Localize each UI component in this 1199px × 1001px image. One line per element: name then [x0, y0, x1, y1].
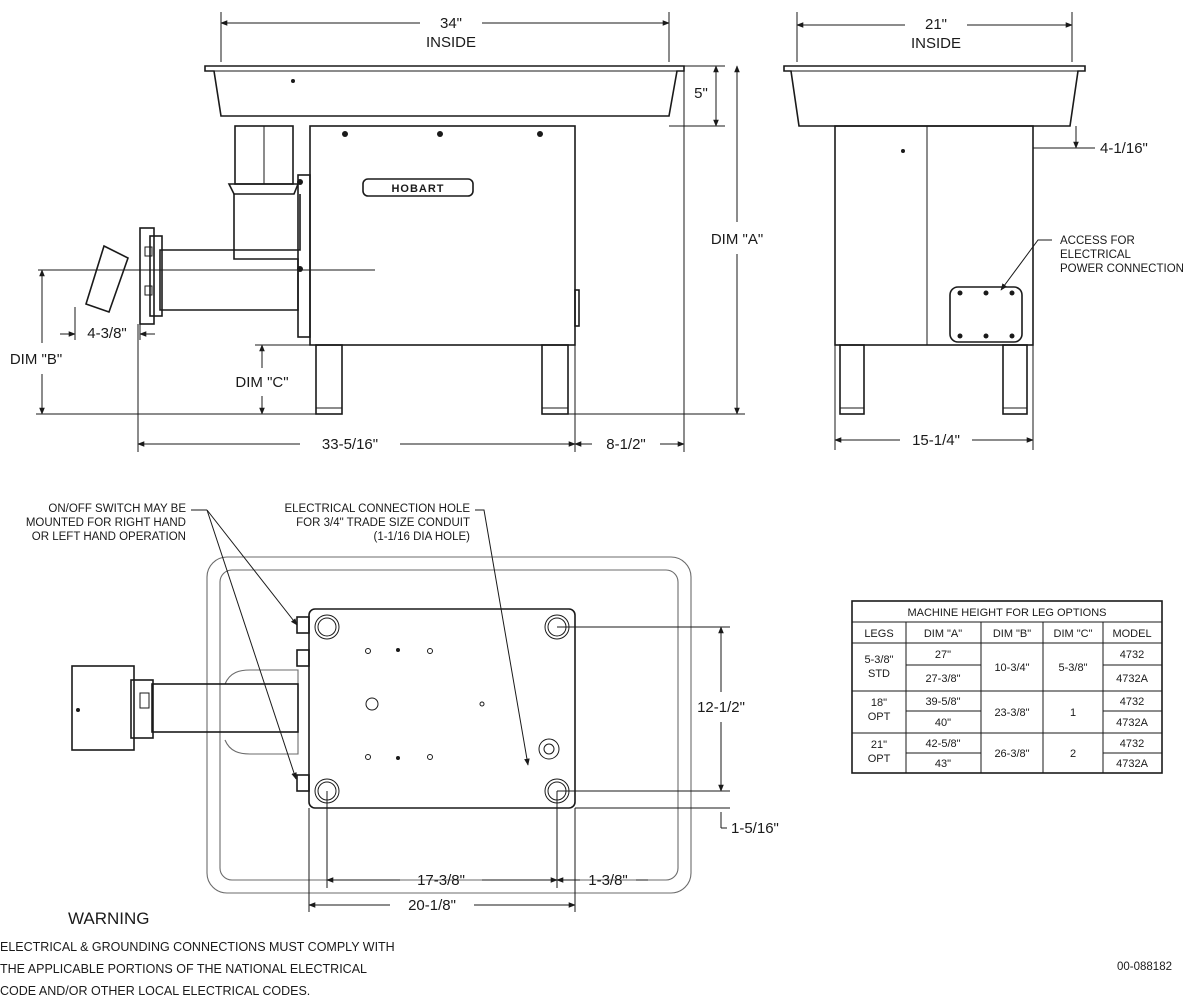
- table-cell-dim-c: 1: [1070, 707, 1076, 719]
- table-cell-dim-a: 27-3/8": [925, 673, 960, 685]
- table-title: MACHINE HEIGHT FOR LEG OPTIONS: [907, 607, 1106, 619]
- hole-note-line-2: FOR 3/4" TRADE SIZE CONDUIT: [296, 517, 470, 529]
- table-cell-dim-c: 5-3/8": [1059, 662, 1088, 674]
- dim-b-label: DIM "B": [10, 351, 62, 368]
- warning-line-3: CODE AND/OR OTHER LOCAL ELECTRICAL CODES…: [0, 984, 310, 998]
- table-cell-model: 4732A: [1116, 758, 1148, 770]
- table-cell-legs: 21": [871, 739, 887, 751]
- width-inside-dimension: 34": [440, 15, 462, 32]
- side-offset-dimension: 1-3/8": [588, 872, 628, 889]
- top-view: ON/OFF SWITCH MAY BE MOUNTED FOR RIGHT H…: [26, 503, 779, 914]
- dim-a-label: DIM "A": [711, 231, 763, 248]
- chute-offset-dimension: 4-3/8": [87, 325, 127, 342]
- base-length-dimension: 20-1/8": [408, 897, 456, 914]
- table-cell-dim-a: 43": [935, 758, 951, 770]
- table-cell-model: 4732: [1120, 696, 1144, 708]
- table-cell-dim-a: 42-5/8": [925, 738, 960, 750]
- overall-length-dimension: 33-5/16": [322, 436, 378, 453]
- access-note-line-2: ELECTRICAL: [1060, 249, 1132, 261]
- table-cell-legs: 5-3/8": [865, 654, 894, 666]
- front-view: HOBART 34" INSIDE 5": [10, 12, 763, 453]
- brand-plate: HOBART: [391, 183, 444, 195]
- base-width-dimension: 15-1/4": [912, 432, 960, 449]
- table-cell-dim-a: 27": [935, 649, 951, 661]
- table-cell-dim-a: 39-5/8": [925, 696, 960, 708]
- table-cell-dim-a: 40": [935, 717, 951, 729]
- table-cell-model: 4732: [1120, 738, 1144, 750]
- side-inside-label: INSIDE: [911, 35, 961, 52]
- warning-line-1: ELECTRICAL & GROUNDING CONNECTIONS MUST …: [0, 940, 395, 954]
- table-header-legs: LEGS: [864, 628, 893, 640]
- warning-line-2: THE APPLICABLE PORTIONS OF THE NATIONAL …: [0, 962, 367, 976]
- table-header-dim-a: DIM "A": [924, 628, 962, 640]
- table-header-dim-c: DIM "C": [1054, 628, 1093, 640]
- dim-c-label: DIM "C": [235, 374, 288, 391]
- warning-block: WARNING ELECTRICAL & GROUNDING CONNECTIO…: [0, 909, 395, 998]
- warning-title: WARNING: [68, 909, 150, 928]
- table-cell-dim-b: 26-3/8": [994, 748, 1029, 760]
- overhang-dimension: 4-1/16": [1100, 140, 1148, 157]
- table-cell-legs-type: STD: [868, 668, 890, 680]
- table-cell-model: 4732A: [1116, 673, 1148, 685]
- side-view: 21" INSIDE 4-1/16" ACCESS FOR ELECTRICAL…: [783, 12, 1184, 450]
- table-header-model: MODEL: [1112, 628, 1151, 640]
- hole-note-line-3: (1-1/16 DIA HOLE): [373, 531, 470, 543]
- rear-offset-dimension: 8-1/2": [606, 436, 646, 453]
- pan-depth-dimension: 5": [694, 85, 708, 102]
- access-note-line-3: POWER CONNECTION: [1060, 263, 1184, 275]
- table-cell-dim-b: 10-3/4": [994, 662, 1029, 674]
- table-cell-legs-type: OPT: [868, 711, 891, 723]
- edge-offset-dimension: 1-5/16": [731, 820, 779, 837]
- table-header-dim-b: DIM "B": [993, 628, 1031, 640]
- table-cell-dim-b: 23-3/8": [994, 707, 1029, 719]
- table-cell-model: 4732: [1120, 649, 1144, 661]
- side-width-inside-dimension: 21": [925, 16, 947, 33]
- table-cell-legs: 18": [871, 697, 887, 709]
- table-cell-legs-type: OPT: [868, 753, 891, 765]
- leg-spacing-width-dimension: 17-3/8": [417, 872, 465, 889]
- switch-note-line-2: MOUNTED FOR RIGHT HAND: [26, 517, 186, 529]
- table-cell-model: 4732A: [1116, 717, 1148, 729]
- table-cell-dim-c: 2: [1070, 748, 1076, 760]
- switch-note-line-3: OR LEFT HAND OPERATION: [32, 531, 186, 543]
- access-note-line-1: ACCESS FOR: [1060, 235, 1135, 247]
- leg-options-table: MACHINE HEIGHT FOR LEG OPTIONS LEGS DIM …: [851, 600, 1163, 774]
- hole-note-line-1: ELECTRICAL CONNECTION HOLE: [284, 503, 470, 515]
- leg-spacing-depth-dimension: 12-1/2": [697, 699, 745, 716]
- drawing-number: 00-088182: [1117, 961, 1172, 973]
- inside-label: INSIDE: [426, 34, 476, 51]
- switch-note-line-1: ON/OFF SWITCH MAY BE: [48, 503, 186, 515]
